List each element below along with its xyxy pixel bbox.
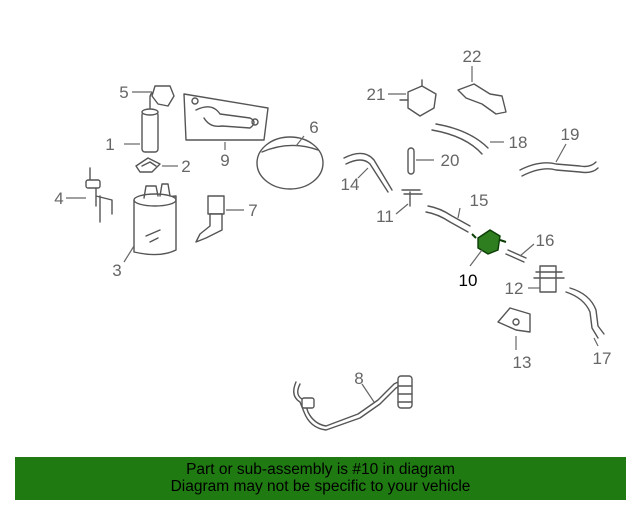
callout-15: 15 xyxy=(470,191,489,210)
callout-17: 17 xyxy=(593,349,612,368)
callout-9: 9 xyxy=(220,151,229,170)
part-16-hose[interactable] xyxy=(505,249,527,263)
callout-6: 6 xyxy=(309,118,318,137)
callout-19: 19 xyxy=(561,125,580,144)
part-10-check-valve[interactable] xyxy=(471,229,507,255)
callout-4: 4 xyxy=(54,189,63,208)
part-21-valve[interactable] xyxy=(399,79,437,117)
banner-line-1: Part or sub-assembly is #10 in diagram xyxy=(186,461,455,478)
part-11-t-fitting[interactable] xyxy=(401,189,423,207)
callout-20: 20 xyxy=(441,151,460,170)
callout-18: 18 xyxy=(509,133,528,152)
part-6-cap[interactable] xyxy=(256,136,324,190)
part-20-tube[interactable] xyxy=(407,147,415,175)
callout-11: 11 xyxy=(376,207,394,226)
callout-21: 21 xyxy=(367,85,386,104)
callout-labels: 1 2 3 4 5 6 7 8 9 10 11 12 13 14 15 16 1… xyxy=(54,47,611,388)
part-7-sensor[interactable] xyxy=(195,195,225,243)
callout-12: 12 xyxy=(505,279,524,298)
part-8-fuel-line[interactable] xyxy=(293,375,413,431)
callout-8: 8 xyxy=(354,369,363,388)
callout-14: 14 xyxy=(341,175,360,194)
callout-1: 1 xyxy=(105,135,114,154)
callout-13: 13 xyxy=(513,353,532,372)
callout-3: 3 xyxy=(112,261,121,280)
callout-5: 5 xyxy=(119,83,128,102)
part-18-hose[interactable] xyxy=(431,123,489,155)
part-4-fuel-level-sensor[interactable] xyxy=(85,167,113,223)
part-2-gasket[interactable] xyxy=(135,157,161,173)
part-3-fuel-tank-unit[interactable] xyxy=(133,183,177,256)
part-22-bracket[interactable] xyxy=(457,83,507,115)
part-15-hose[interactable] xyxy=(425,205,471,233)
callout-7: 7 xyxy=(248,201,257,220)
part-1-fuel-pump[interactable] xyxy=(141,91,159,153)
part-17-hose[interactable] xyxy=(565,287,605,339)
callout-2: 2 xyxy=(181,157,190,176)
callout-22: 22 xyxy=(463,47,482,66)
diagram-notice-banner: Part or sub-assembly is #10 in diagram D… xyxy=(15,457,626,500)
callout-16: 16 xyxy=(536,231,555,250)
callout-10: 10 xyxy=(459,271,478,290)
part-14-hose[interactable] xyxy=(343,152,393,193)
part-12-fitting[interactable] xyxy=(533,265,565,293)
parts-diagram: 1 2 3 4 5 6 7 8 9 10 11 12 13 14 15 16 1… xyxy=(54,47,611,431)
leader-lines xyxy=(66,66,599,403)
part-9-mounting-bracket[interactable] xyxy=(183,93,269,141)
banner-line-2: Diagram may not be specific to your vehi… xyxy=(170,478,471,495)
part-13-bracket[interactable] xyxy=(497,307,531,333)
part-19-hose[interactable] xyxy=(519,161,599,177)
part-5-connector[interactable] xyxy=(151,85,175,107)
